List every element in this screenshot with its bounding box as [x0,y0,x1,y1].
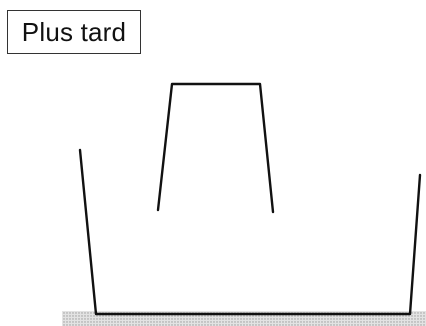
inner-glass-outline [158,84,273,212]
outer-glass-outline [80,150,420,314]
